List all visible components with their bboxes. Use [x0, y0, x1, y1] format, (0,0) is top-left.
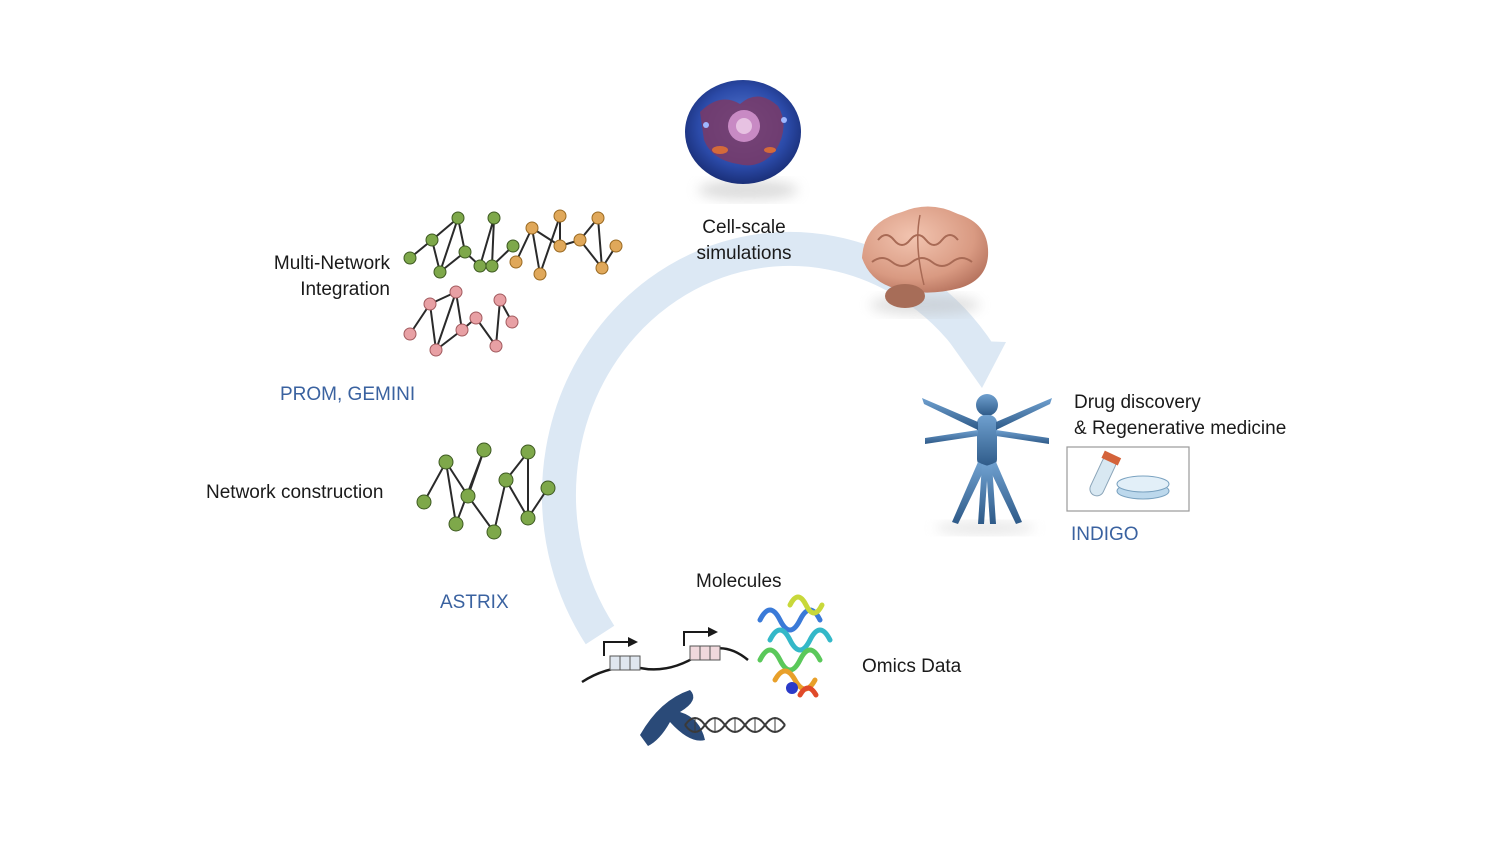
multi-network-label-line2: Integration [300, 279, 390, 300]
lab-equipment-box [1066, 446, 1190, 512]
petri-dish-icon [1116, 475, 1170, 500]
prom-gemini-label: PROM, GEMINI [280, 384, 416, 405]
drug-discovery-label-line1: Drug discovery [1074, 392, 1201, 413]
network-icon [416, 442, 556, 540]
cell-scale-label-line2: simulations [696, 243, 792, 264]
drug-discovery-label: Drug discovery & Regenerative medicine [1074, 390, 1286, 442]
brain-icon [862, 206, 989, 315]
indigo-label: INDIGO [1071, 524, 1139, 545]
cell-icon [685, 80, 801, 200]
drug-discovery-label-line2: & Regenerative medicine [1074, 418, 1287, 439]
network-construction-label: Network construction [206, 482, 384, 503]
cell-scale-label: Cell-scale simulations [676, 215, 812, 267]
molecules-label: Molecules [696, 571, 782, 592]
cell-scale-label-line1: Cell-scale [702, 217, 786, 238]
dna-helix-icon [684, 717, 786, 733]
network-icon [509, 209, 623, 281]
astrix-label: ASTRIX [440, 592, 509, 613]
protein-icon [757, 594, 833, 698]
network-icon [403, 211, 520, 279]
test-tube-icon [1089, 450, 1122, 497]
multi-network-label: Multi-Network Integration [240, 251, 390, 303]
network-icon [403, 285, 519, 357]
omics-data-label: Omics Data [862, 656, 962, 677]
human-figure-icon [922, 394, 1052, 534]
chromosome-icon [640, 690, 705, 746]
multi-network-label-line1: Multi-Network [273, 253, 390, 274]
gene-strand-icon [581, 627, 749, 684]
